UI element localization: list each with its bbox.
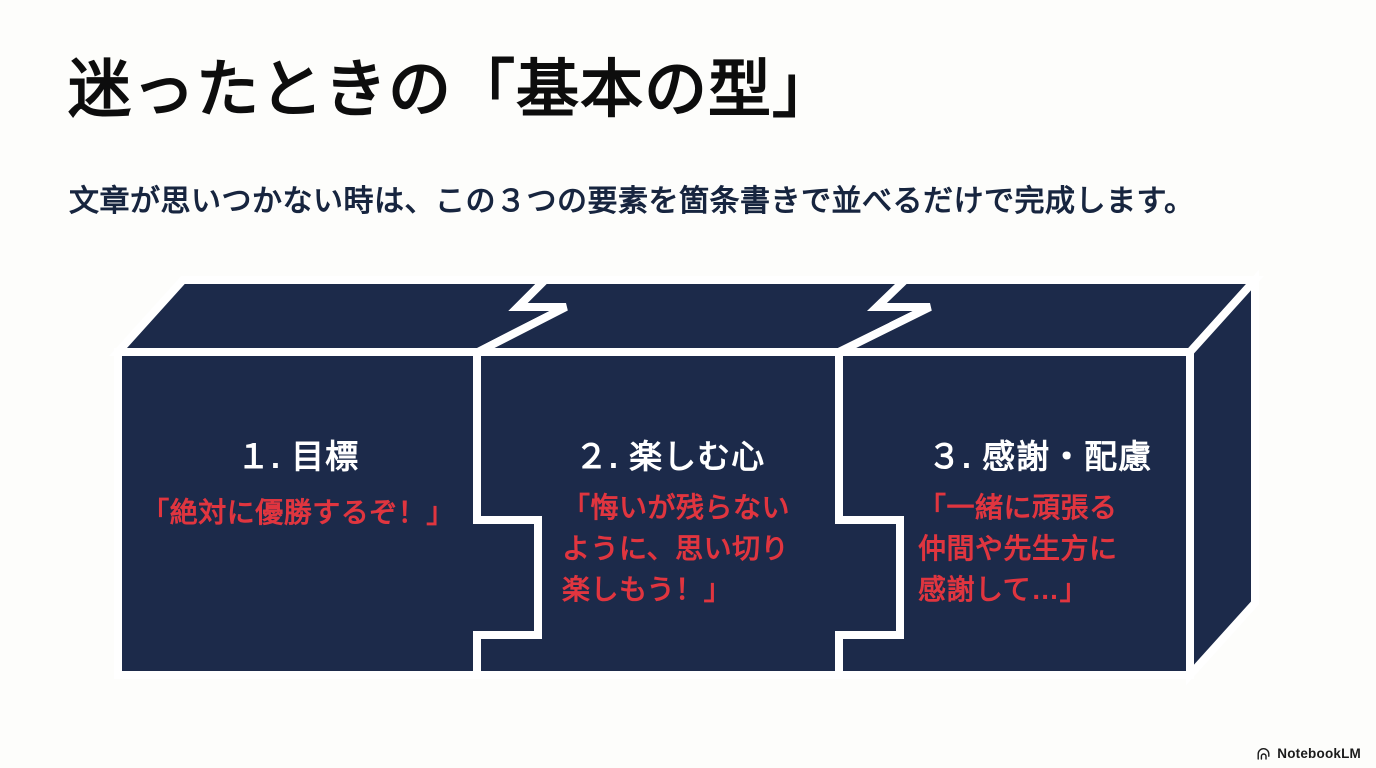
notebooklm-icon xyxy=(1257,747,1270,760)
block-3-quote-line: 仲間や先生方に xyxy=(918,533,1118,564)
block-3-label: ３. 感謝・配慮 xyxy=(927,438,1153,475)
block-2-quote: 「悔いが残らない ように、思い切り 楽しもう！」 xyxy=(562,487,862,610)
notebooklm-label: NotebookLM xyxy=(1277,746,1361,761)
front-face-piece-3 xyxy=(835,348,1194,679)
notebooklm-brand: NotebookLM xyxy=(1256,746,1361,761)
subtitle: 文章が思いつかない時は、この３つの要素を箇条書きで並べるだけで完成します。 xyxy=(69,185,1195,218)
block-2-label: ２. 楽しむ心 xyxy=(574,438,766,475)
block-3-quote-line: 「一緒に頑張る xyxy=(918,492,1118,523)
block-1-label: １. 目標 xyxy=(236,438,360,475)
block-3-quote: 「一緒に頑張る 仲間や先生方に 感謝して…」 xyxy=(918,487,1218,610)
block-2-quote-line: ように、思い切り xyxy=(562,533,790,564)
block-1-quote: 「絶対に優勝するぞ！」 xyxy=(118,492,478,533)
block-2-quote-line: 「悔いが残らない xyxy=(562,492,791,523)
block-3-quote-line: 感謝して…」 xyxy=(918,574,1089,605)
block-1-quote-line: 「絶対に優勝するぞ！」 xyxy=(141,497,455,528)
page-title: 迷ったときの「基本の型」 xyxy=(68,55,836,125)
block-2-quote-line: 楽しもう！」 xyxy=(562,574,733,605)
